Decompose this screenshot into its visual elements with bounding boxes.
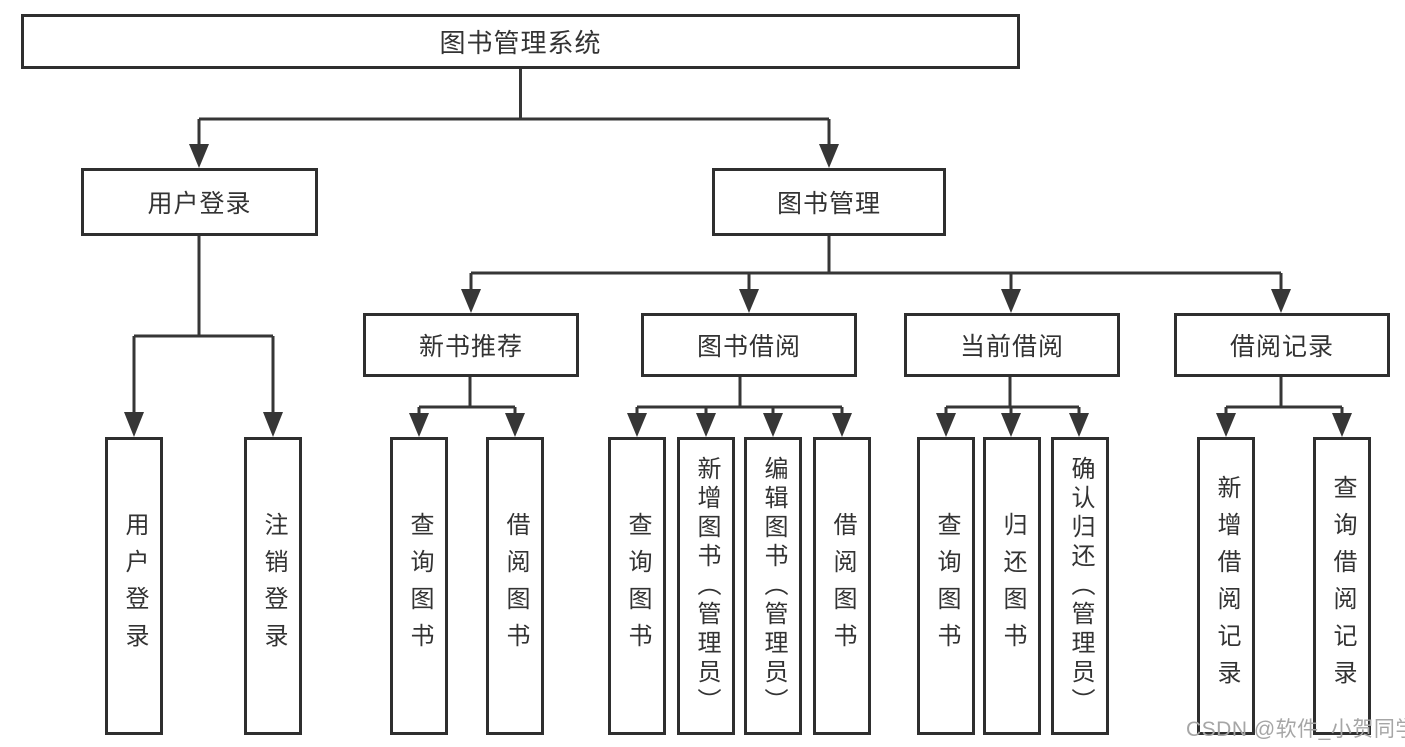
leaf-user-login-label: 用户登录 bbox=[121, 512, 148, 660]
connector-current-borrow-children bbox=[936, 377, 1089, 437]
leaf-add-book-admin: 新增图书（管理员） bbox=[677, 437, 735, 735]
leaf-query-books-current-label: 查询图书 bbox=[933, 512, 960, 660]
node-borrow-records: 借阅记录 bbox=[1174, 313, 1390, 377]
connector-user-login-children bbox=[124, 236, 283, 437]
leaf-query-books-recommend-label: 查询图书 bbox=[406, 512, 433, 660]
node-book-borrow-label: 图书借阅 bbox=[696, 333, 801, 361]
leaf-logout-label: 注销登录 bbox=[260, 512, 287, 660]
connector-root-to-branches bbox=[189, 69, 839, 168]
node-new-book-recommend: 新书推荐 bbox=[363, 313, 579, 377]
leaf-borrow-books-recommend-label: 借阅图书 bbox=[502, 512, 529, 660]
node-root-label: 图书管理系统 bbox=[439, 28, 602, 58]
node-book-management: 图书管理 bbox=[712, 168, 946, 236]
leaf-query-books-borrow: 查询图书 bbox=[608, 437, 666, 735]
leaf-query-books-recommend: 查询图书 bbox=[390, 437, 448, 735]
connector-book-management-children bbox=[461, 236, 1291, 313]
leaf-edit-book-admin-label: 编辑图书（管理员） bbox=[760, 455, 787, 717]
leaf-confirm-return-admin-label: 确认归还（管理员） bbox=[1067, 455, 1094, 717]
node-user-login: 用户登录 bbox=[81, 168, 318, 236]
node-book-borrow: 图书借阅 bbox=[641, 313, 857, 377]
node-borrow-records-label: 借阅记录 bbox=[1229, 333, 1334, 361]
connector-book-borrow-children bbox=[627, 377, 852, 437]
leaf-query-borrow-record: 查询借阅记录 bbox=[1313, 437, 1371, 735]
leaf-query-books-borrow-label: 查询图书 bbox=[624, 512, 651, 660]
node-book-management-label: 图书管理 bbox=[776, 190, 881, 218]
leaf-add-book-admin-label: 新增图书（管理员） bbox=[693, 455, 720, 717]
leaf-return-book-label: 归还图书 bbox=[999, 512, 1026, 660]
connector-borrow-records-children bbox=[1216, 377, 1352, 437]
csdn-watermark: CSDN @软件_小贺同学 bbox=[1186, 718, 1405, 741]
leaf-borrow-books-borrow: 借阅图书 bbox=[813, 437, 871, 735]
leaf-borrow-books-recommend: 借阅图书 bbox=[486, 437, 544, 735]
node-current-borrow-label: 当前借阅 bbox=[959, 333, 1064, 361]
leaf-add-borrow-record: 新增借阅记录 bbox=[1197, 437, 1255, 735]
node-current-borrow: 当前借阅 bbox=[904, 313, 1120, 377]
leaf-edit-book-admin: 编辑图书（管理员） bbox=[744, 437, 802, 735]
leaf-borrow-books-borrow-label: 借阅图书 bbox=[829, 512, 856, 660]
leaf-confirm-return-admin: 确认归还（管理员） bbox=[1051, 437, 1109, 735]
leaf-return-book: 归还图书 bbox=[983, 437, 1041, 735]
leaf-user-login: 用户登录 bbox=[105, 437, 163, 735]
leaf-logout: 注销登录 bbox=[244, 437, 302, 735]
node-root: 图书管理系统 bbox=[21, 14, 1020, 69]
node-new-book-recommend-label: 新书推荐 bbox=[418, 333, 523, 361]
leaf-query-books-current: 查询图书 bbox=[917, 437, 975, 735]
leaf-add-borrow-record-label: 新增借阅记录 bbox=[1213, 475, 1240, 697]
leaf-query-borrow-record-label: 查询借阅记录 bbox=[1329, 475, 1356, 697]
connector-new-book-children bbox=[409, 377, 525, 437]
node-user-login-label: 用户登录 bbox=[147, 190, 252, 218]
